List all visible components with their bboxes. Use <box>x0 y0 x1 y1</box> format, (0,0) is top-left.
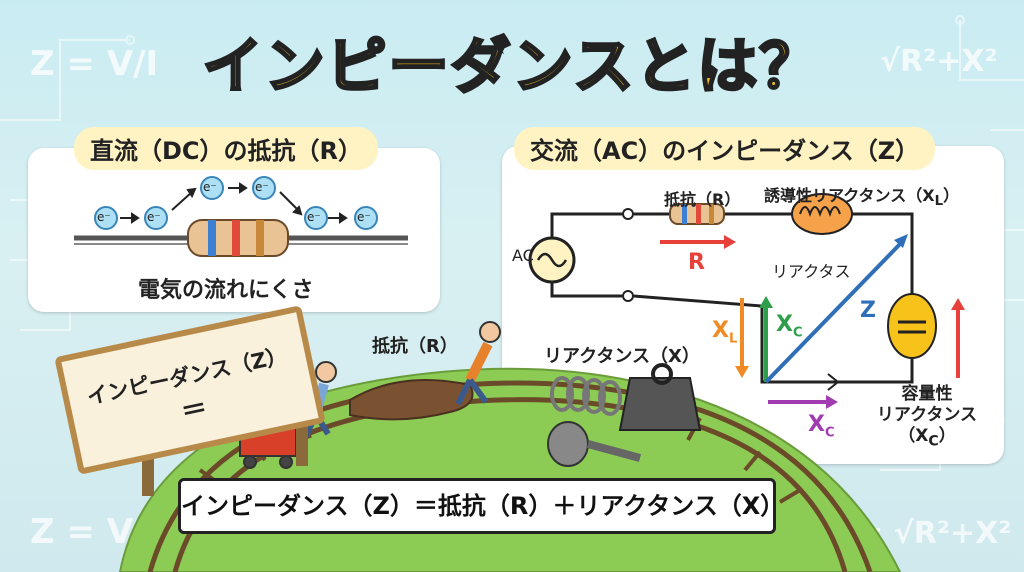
scene-reactance-label: リアクタンス（X） <box>544 346 700 367</box>
capacitor-symbol <box>887 293 937 359</box>
mud-patch <box>349 379 474 421</box>
inductor-symbol <box>791 193 853 235</box>
xc-label: XC <box>776 312 803 341</box>
reactance-label: リアクタス <box>772 262 851 281</box>
electron-label-3: e⁻ <box>203 180 217 194</box>
xl-arrow <box>735 298 749 378</box>
ac-circuit-diagram <box>528 193 965 409</box>
ac-panel-heading: 交流（AC）のインピーダンス（Z） <box>514 127 936 170</box>
electron-label-1: e⁻ <box>97 210 111 224</box>
inductive-reactance-label: 誘導性リアクタンス（XL） <box>764 186 960 210</box>
z-arrow <box>764 234 908 384</box>
bg-formula-top-left: Z = V/I <box>30 44 159 84</box>
xl-label: XL <box>712 318 738 347</box>
page-title: インピーダンスとは？ <box>201 31 822 104</box>
ac-resistor-label: 抵抗（R） <box>664 190 741 209</box>
impedance-formula: インピーダンス（Z）＝抵抗（R）＋リアクタンス（X） <box>178 478 784 534</box>
electron-label-2: e⁻ <box>147 210 161 224</box>
xc-bottom-label: XC <box>808 412 835 441</box>
bg-formula-top-right: √R²+X² <box>880 44 998 79</box>
r-arrow <box>660 235 736 249</box>
scene-resistance-label: 抵抗（R） <box>372 336 458 357</box>
capacitive-reactance-label: 容量性 リアクタンス （XC） <box>876 384 978 450</box>
electron-label-4: e⁻ <box>255 180 269 194</box>
flywheel <box>547 421 589 467</box>
person-pushing <box>455 321 501 406</box>
spring-coil <box>550 376 622 416</box>
dc-resistor-diagram <box>74 176 408 257</box>
dc-caption: 電気の流れにくさ <box>138 278 314 303</box>
xc-arrow <box>759 296 773 382</box>
capacitor-side-arrow <box>951 298 965 378</box>
ac-source-label: AC <box>512 246 534 265</box>
z-label: Z <box>860 298 876 323</box>
electron-label-5: e⁻ <box>307 210 321 224</box>
dc-panel-heading: 直流（DC）の抵抗（R） <box>74 127 379 170</box>
r-arrow-label: R <box>688 250 705 275</box>
xc-bottom-arrow <box>768 395 838 409</box>
electron-label-6: e⁻ <box>357 210 371 224</box>
weight-block <box>618 377 702 431</box>
